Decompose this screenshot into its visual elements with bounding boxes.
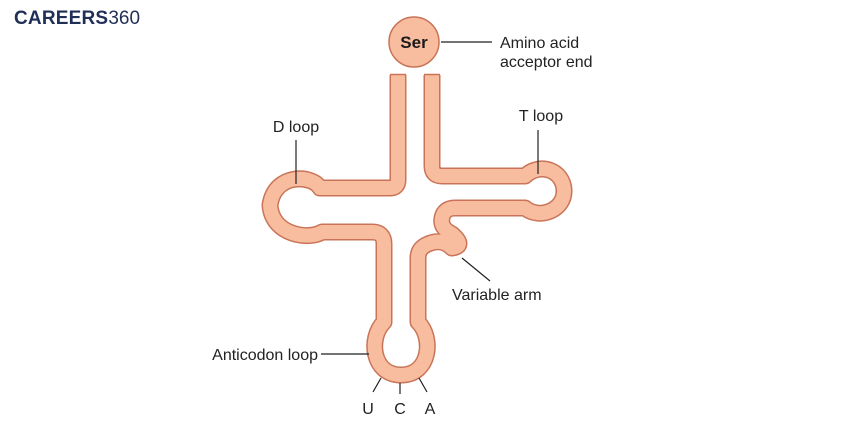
serine-acceptor-circle: Ser — [388, 16, 440, 68]
d-loop-label: D loop — [273, 119, 319, 136]
anticodon-base-a: A — [425, 401, 436, 418]
logo-number: 360 — [108, 8, 141, 29]
anticodon-u-leader-line — [372, 377, 382, 393]
anticodon-loop-label: Anticodon loop — [212, 347, 318, 364]
acceptor-end-label-line2: acceptor end — [500, 54, 593, 71]
anticodon-a-leader-line — [418, 377, 428, 393]
logo-brand: CAREERS — [14, 8, 109, 29]
variable-arm-label: Variable arm — [452, 287, 542, 304]
variable-arm-leader-line — [461, 257, 491, 282]
anticodon-base-c: C — [394, 401, 406, 418]
t-loop-label: T loop — [519, 108, 563, 125]
acceptor-end-label-line1: Amino acid — [500, 35, 579, 52]
careers360-logo: CAREERS360 — [14, 8, 140, 30]
trna-strand — [261, 73, 573, 384]
anticodon-base-u: U — [362, 401, 374, 418]
amino-acid-label: Ser — [400, 33, 428, 52]
leader-lines — [295, 41, 539, 394]
